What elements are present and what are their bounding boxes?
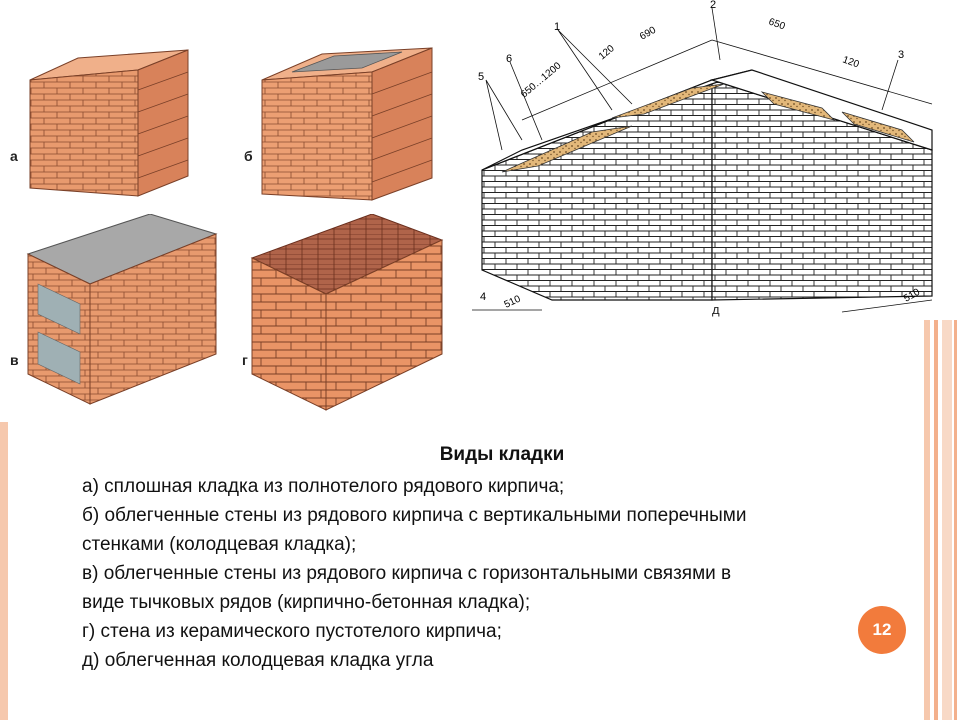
caption-item-v-line2: виде тычковых рядов (кирпично-бетонная к… [82, 592, 531, 613]
figure-g-hollow-brick-wall [250, 214, 444, 411]
figure-v-label: в [10, 352, 19, 368]
callout-6: 6 [506, 53, 512, 65]
figure-b-well-masonry [261, 47, 433, 201]
dim-650: 650 [767, 16, 787, 32]
figure-a-label: а [10, 148, 18, 164]
figure-d-corner-well-masonry: 5 6 1 2 3 4 650…1200 120 690 650 120 510… [472, 0, 933, 313]
dim-690: 690 [638, 25, 658, 43]
dim-120-left: 120 [597, 43, 617, 62]
callout-5: 5 [478, 71, 484, 83]
decor-stripe-right-1 [924, 320, 930, 720]
dim-650-1200: 650…1200 [519, 60, 564, 100]
decor-stripe-right-4 [954, 320, 957, 720]
callout-2: 2 [710, 0, 716, 11]
callout-1: 1 [554, 21, 560, 33]
figure-g-label: г [242, 352, 248, 368]
caption-item-g: г) стена из керамического пустотелого ки… [82, 621, 502, 642]
figure-d-label: д [712, 302, 720, 317]
dim-120-right: 120 [841, 54, 861, 70]
decor-stripe-right-3 [942, 320, 952, 720]
callout-4: 4 [480, 291, 486, 303]
figure-b-label: б [244, 148, 253, 164]
caption-item-b-line2: стенками (колодцевая кладка); [82, 534, 357, 555]
dim-510-left: 510 [503, 294, 523, 311]
decor-stripe-left [0, 422, 8, 720]
caption-block: Виды кладки а) сплошная кладка из полнот… [82, 444, 932, 675]
callout-3: 3 [898, 49, 904, 61]
slide-title: Виды кладки [439, 444, 565, 465]
page-number-badge: 12 [858, 606, 906, 654]
figure-v-brick-concrete-masonry [26, 214, 218, 405]
figure-a-solid-masonry [29, 49, 189, 197]
caption-item-b-line1: б) облегченные стены из рядового кирпича… [82, 505, 747, 526]
caption-item-a: а) сплошная кладка из полнотелого рядово… [82, 476, 565, 497]
caption-item-d: д) облегченная колодцевая кладка угла [82, 650, 434, 671]
decor-stripe-right-2 [934, 320, 938, 720]
caption-item-v-line1: в) облегченные стены из рядового кирпича… [82, 563, 732, 584]
